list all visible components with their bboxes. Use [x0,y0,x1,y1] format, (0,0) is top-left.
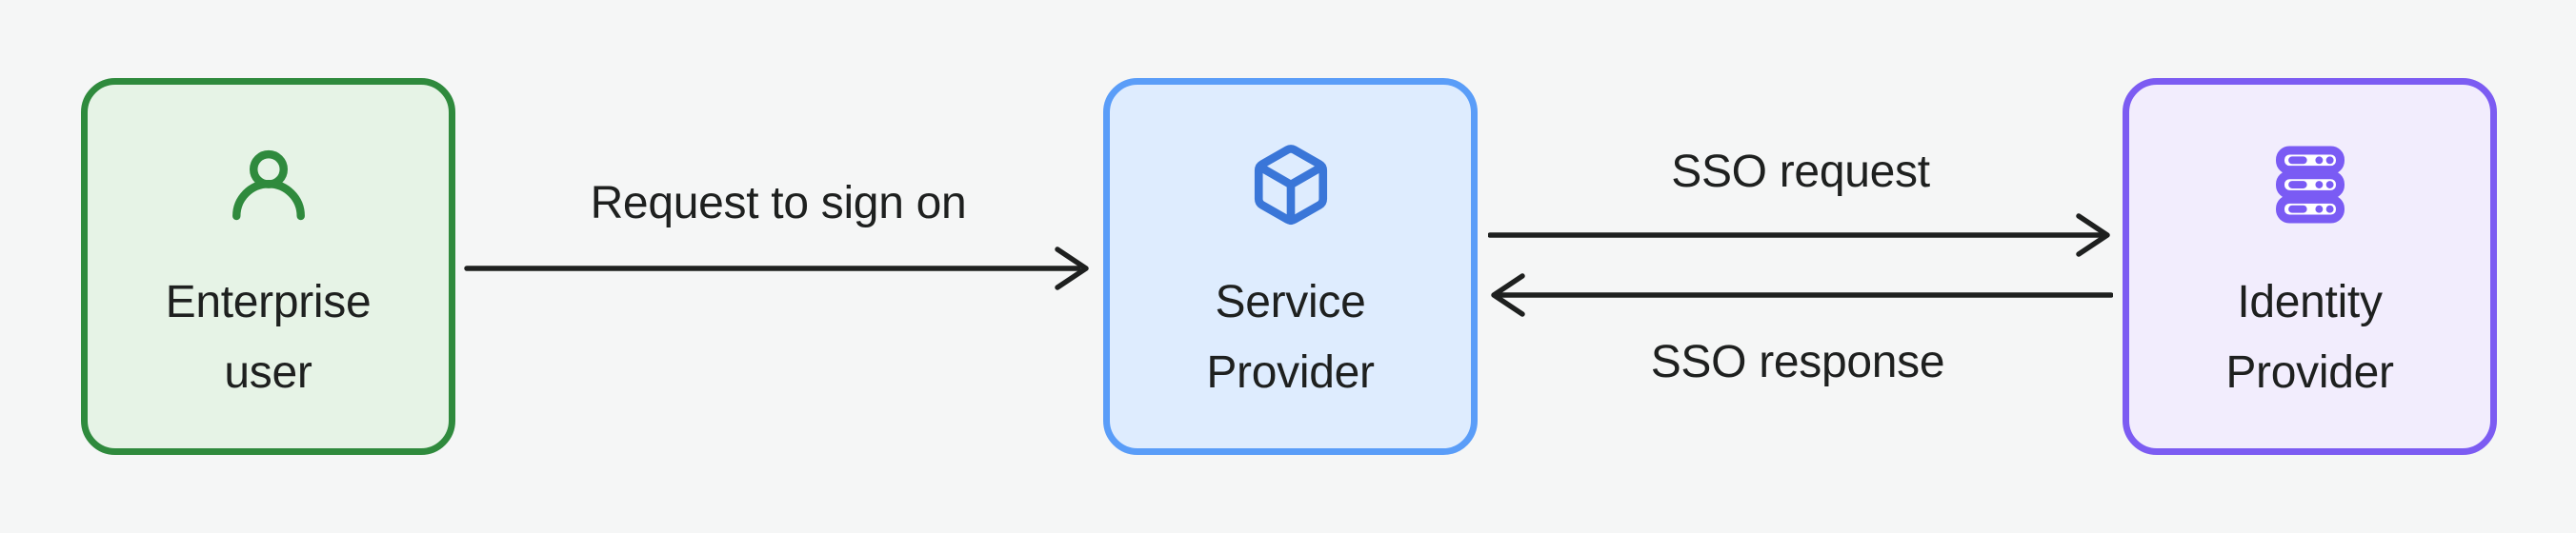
node-enterprise-user: Enterprise user [81,78,455,455]
arrow-label-sso-request: SSO request [1671,147,1930,197]
arrow-sso-request [1488,213,2110,257]
arrow-label-request-to-sign-on: Request to sign on [590,178,967,228]
server-icon [2267,142,2353,227]
arrow-request-to-sign-on [464,247,1089,290]
cube-icon [1248,142,1334,227]
node-label-identity-provider: Identity Provider [2225,277,2394,398]
node-service-provider: Service Provider [1103,78,1478,455]
node-identity-provider: Identity Provider [2123,78,2497,455]
node-label-service-provider: Service Provider [1206,277,1375,398]
arrow-sso-response [1491,273,2113,317]
arrow-label-sso-response: SSO response [1650,337,1945,387]
node-label-enterprise-user: Enterprise user [165,277,372,398]
user-icon [227,142,311,227]
